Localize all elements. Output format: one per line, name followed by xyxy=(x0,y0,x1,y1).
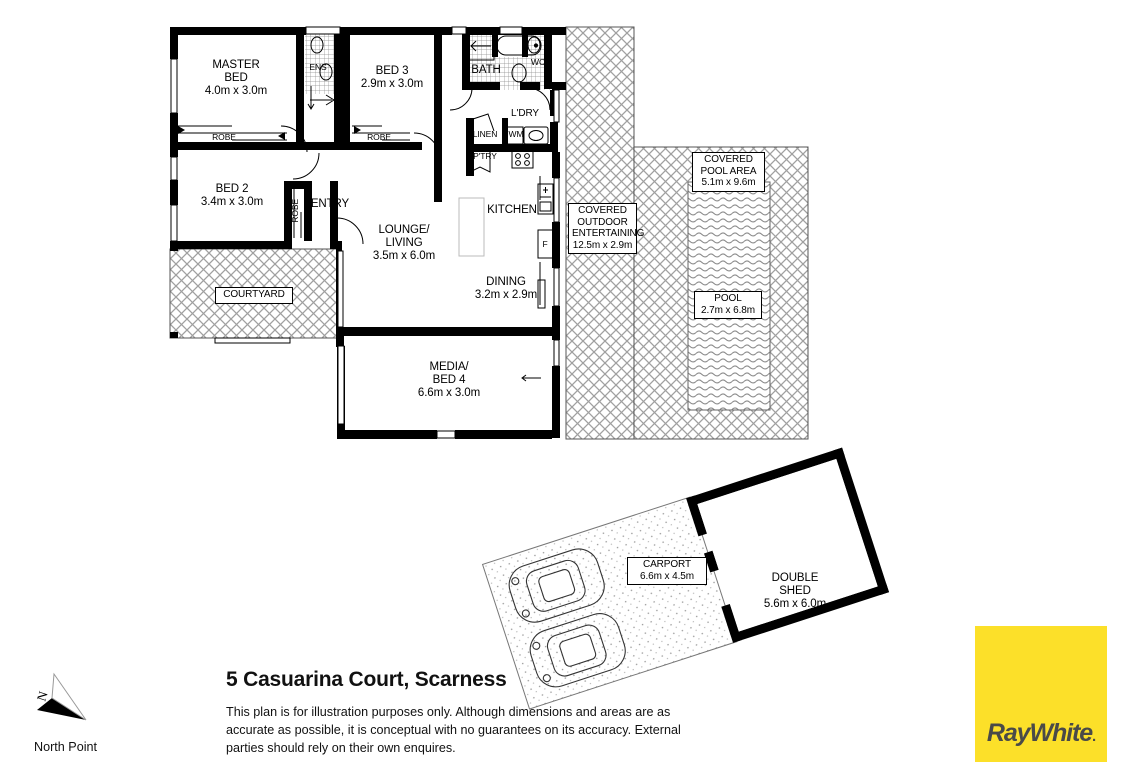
area-label-laundry: L'DRY xyxy=(511,108,539,119)
area-label-courtyard: COURTYARD xyxy=(215,287,293,304)
window-openings xyxy=(170,26,560,439)
area-label-wc: WC xyxy=(531,57,545,67)
room-label-bed-3: BED 3 2.9m x 3.0m xyxy=(360,65,424,90)
room-label-carport: CARPORT 6.6m x 4.5m xyxy=(627,557,707,585)
ray-white-logo-text: RayWhite. xyxy=(986,719,1096,748)
area-label-pantry: P'TRY xyxy=(473,151,497,161)
area-label-ens: ENS xyxy=(309,62,327,72)
area-label-washing-machine: WM xyxy=(508,129,524,139)
north-point-compass: N xyxy=(34,672,87,721)
ray-white-logo: RayWhite. xyxy=(975,626,1107,762)
room-label-covered-outdoor-entertaining: COVERED OUTDOOR ENTERTAINING 12.5m x 2.9… xyxy=(568,203,644,254)
area-label-robe-entry: ROBE xyxy=(290,198,301,223)
room-label-dining: DINING 3.2m x 2.9m xyxy=(474,276,538,301)
room-label-bed-2: BED 2 3.4m x 3.0m xyxy=(200,183,264,208)
logo-word-ray: Ray xyxy=(986,719,1031,747)
room-label-lounge-living: LOUNGE/ LIVING 3.5m x 6.0m xyxy=(372,224,436,262)
area-label-robe-master: ROBE xyxy=(212,132,236,142)
room-label-media-bed-4: MEDIA/ BED 4 6.6m x 3.0m xyxy=(417,361,481,399)
room-label-covered-pool-area: COVERED POOL AREA 5.1m x 9.6m xyxy=(692,152,765,192)
area-label-kitchen: KITCHEN xyxy=(487,204,537,216)
logo-trademark-dot: . xyxy=(1092,728,1096,745)
room-label-master-bed: MASTER BED 4.0m x 3.0m xyxy=(204,59,268,97)
page-title: 5 Casuarina Court, Scarness xyxy=(226,668,507,691)
car-outline xyxy=(529,613,626,688)
area-label-bath: BATH xyxy=(471,64,501,76)
north-point-label: North Point xyxy=(34,740,97,754)
logo-word-white: White xyxy=(1029,719,1093,747)
area-label-entry: ENTRY xyxy=(310,198,350,210)
area-label-fridge: F xyxy=(542,239,548,249)
area-label-robe-bed3: ROBE xyxy=(367,132,391,142)
area-label-linen: LINEN xyxy=(472,129,498,139)
carport-and-shed xyxy=(481,447,890,710)
compass-north-letter: N xyxy=(34,689,51,703)
car-outline xyxy=(508,548,605,623)
room-label-pool: POOL 2.7m x 6.8m xyxy=(694,291,762,319)
room-label-double-shed: DOUBLE SHED 5.6m x 6.0m xyxy=(763,572,827,610)
disclaimer-text: This plan is for illustration purposes o… xyxy=(226,705,681,755)
